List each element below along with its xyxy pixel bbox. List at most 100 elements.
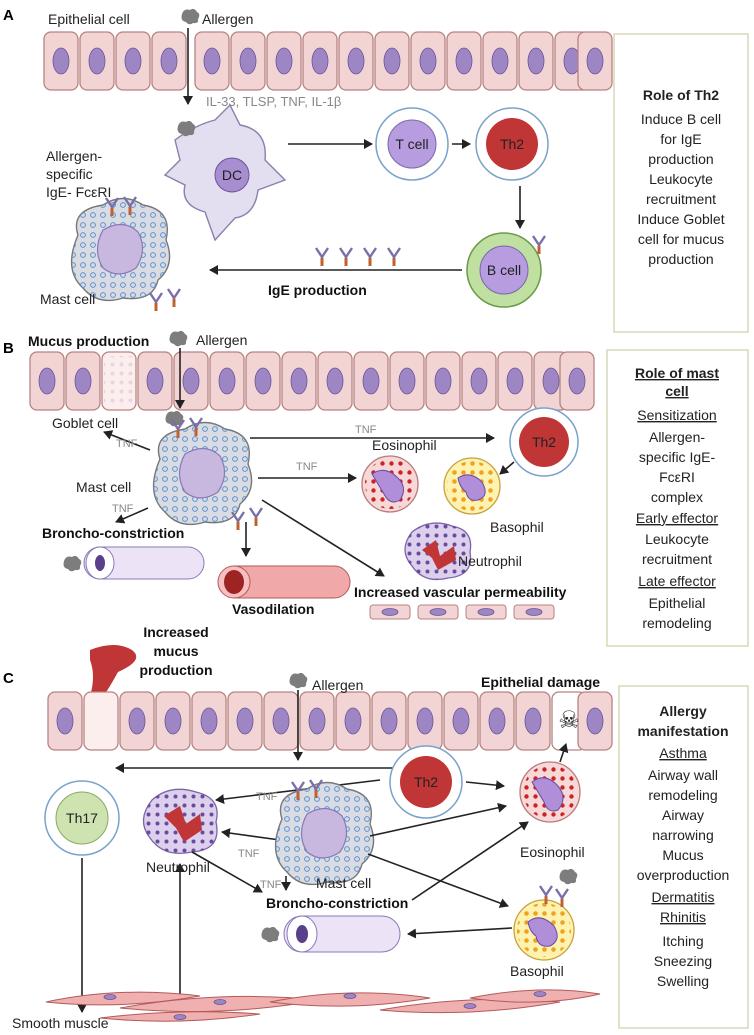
- th2-cell-c: Th2: [389, 745, 463, 819]
- dc-allergen-icon: [177, 120, 196, 137]
- dc-label: DC: [222, 167, 242, 183]
- ige-fceri-label-2: specific: [46, 166, 93, 182]
- increased-mucus-line-3: production: [139, 662, 212, 678]
- asthma-line-2: remodeling: [648, 787, 717, 803]
- asthma-line-6: overproduction: [637, 867, 730, 883]
- epithelium-a: [43, 31, 613, 91]
- role-th2-line-3: production: [648, 151, 713, 167]
- eosinophil-label-b: Eosinophil: [372, 437, 437, 453]
- smooth-muscle-label: Smooth muscle: [12, 1015, 109, 1031]
- tnf-label-c2: TNF: [238, 848, 260, 860]
- th2-to-basophil-arrow-b: [499, 461, 515, 475]
- t-cell-label: T cell: [395, 136, 428, 152]
- th2-cell-b: Th2: [509, 407, 579, 477]
- tnf-label-b4: TNF: [296, 461, 318, 473]
- basophil-allergen-icon: [559, 868, 578, 885]
- th17-label: Th17: [66, 810, 98, 826]
- basophil-to-broncho-arrow: [407, 927, 513, 939]
- tnf-label-c3: TNF: [260, 879, 282, 891]
- dendritic-cell: DC: [163, 103, 287, 242]
- tnf-label-b3: TNF: [355, 424, 377, 436]
- role-mast-title-2: cell: [665, 383, 688, 399]
- neutrophil-label-b: Neutrophil: [458, 553, 522, 569]
- asthma-line-5: Mucus: [662, 847, 703, 863]
- mucus-production-label: Mucus production: [28, 333, 149, 349]
- cytokines-label: IL-33, TLSP, TNF, IL-1β: [206, 94, 341, 109]
- role-th2-line-2: for IgE: [660, 131, 701, 147]
- epithelial-cell-label: Epithelial cell: [48, 11, 130, 27]
- th17-cell: Th17: [44, 780, 120, 856]
- eosinophil-label-c: Eosinophil: [520, 844, 585, 860]
- allergen-icon: [181, 8, 200, 25]
- panel-b: B Mucus production Allergen Goblet cell …: [3, 330, 749, 647]
- basophil-label-c: Basophil: [510, 963, 564, 979]
- mucus-blob: [90, 645, 137, 696]
- panel-a-letter: A: [3, 7, 14, 24]
- rhinitis-line-3: Swelling: [657, 973, 709, 989]
- asthma-line-1: Airway wall: [648, 767, 718, 783]
- epithelial-damage-label: Epithelial damage: [481, 674, 600, 690]
- mast-cell-label-c: Mast cell: [316, 875, 371, 891]
- asthma-heading: Asthma: [659, 745, 707, 761]
- eosinophil-c: [519, 761, 581, 823]
- neutrophil-c: [142, 788, 218, 855]
- panel-c-letter: C: [3, 670, 14, 687]
- role-th2-line-7: cell for mucus: [638, 231, 724, 247]
- epithelium-c: [47, 691, 613, 751]
- role-of-th2-box: Role of Th2 Induce B cell for IgE produc…: [613, 33, 749, 333]
- mast-cell-label-b: Mast cell: [76, 479, 131, 495]
- eosinophil-b: [361, 455, 419, 513]
- mast-to-permeability-arrow: [261, 499, 385, 577]
- sensitization-heading: Sensitization: [637, 407, 716, 423]
- role-of-th2-title: Role of Th2: [643, 87, 719, 103]
- ige-fceri-label-3: IgE- FcεRI: [46, 184, 111, 200]
- manifestation-title-1: Allergy: [659, 703, 707, 719]
- basophil-c: [513, 884, 575, 961]
- dermatitis-heading: Dermatitis: [651, 889, 714, 905]
- rhinitis-heading: Rhinitis: [660, 909, 706, 925]
- airway-allergen-icon-b: [63, 555, 82, 572]
- basophil-b: [443, 457, 501, 515]
- increased-mucus-line-1: Increased: [143, 624, 208, 640]
- th2-label-c: Th2: [414, 774, 438, 790]
- eosinophil-to-damage-arrow: [558, 743, 569, 763]
- panel-a: A Epithelial cell Allergen IL-33, TLSP, …: [3, 7, 749, 333]
- asthma-line-4: narrowing: [652, 827, 713, 843]
- vascular-permeability-label: Increased vascular permeability: [354, 584, 567, 600]
- mast-to-eosinophil-arrow-c: [369, 802, 507, 837]
- role-mast-title-1: Role of mast: [635, 365, 719, 381]
- neutrophil-to-broncho-arrow: [191, 851, 263, 893]
- basophil-label-b: Basophil: [490, 519, 544, 535]
- early-line-1: Leukocyte: [645, 531, 709, 547]
- ige-production-label: IgE production: [268, 282, 367, 298]
- airway-b: [83, 546, 205, 580]
- th2-cell-a: Th2: [475, 107, 549, 181]
- late-effector-heading: Late effector: [638, 573, 716, 589]
- role-th2-line-5: recruitment: [646, 191, 716, 207]
- epithelium-b: [29, 351, 595, 411]
- role-of-mast-cell-box: Role of mast cell Sensitization Allergen…: [606, 349, 749, 647]
- allergen-icon-b: [169, 330, 188, 347]
- tnf-label-b1: TNF: [116, 438, 138, 450]
- allergen-label-c: Allergen: [312, 677, 363, 693]
- broncho-constriction-label-c: Broncho-constriction: [266, 895, 408, 911]
- t-cell: T cell: [375, 107, 449, 181]
- blood-vessel-b: [217, 565, 351, 599]
- late-line-1: Epithelial: [649, 595, 706, 611]
- rhinitis-line-2: Sneezing: [654, 953, 712, 969]
- increased-mucus-line-2: mucus: [153, 643, 198, 659]
- th2-label-b: Th2: [532, 434, 556, 450]
- skull-icon: ☠: [558, 707, 580, 734]
- th2-label-a: Th2: [500, 136, 524, 152]
- vasodilation-label: Vasodilation: [232, 601, 314, 617]
- neutrophil-b: [404, 522, 472, 581]
- panel-b-letter: B: [3, 340, 14, 357]
- early-line-2: recruitment: [642, 551, 712, 567]
- allergy-manifestation-box: Allergy manifestation Asthma Airway wall…: [618, 685, 749, 1029]
- asthma-line-3: Airway: [662, 807, 704, 823]
- mast-to-neutrophil-arrow-c: [221, 828, 281, 841]
- role-th2-line-8: production: [648, 251, 713, 267]
- neutrophil-label-c: Neutrophil: [146, 859, 210, 875]
- panel-c: C Increased mucus production ☠ Allergen …: [3, 624, 749, 1031]
- role-th2-line-1: Induce B cell: [641, 111, 721, 127]
